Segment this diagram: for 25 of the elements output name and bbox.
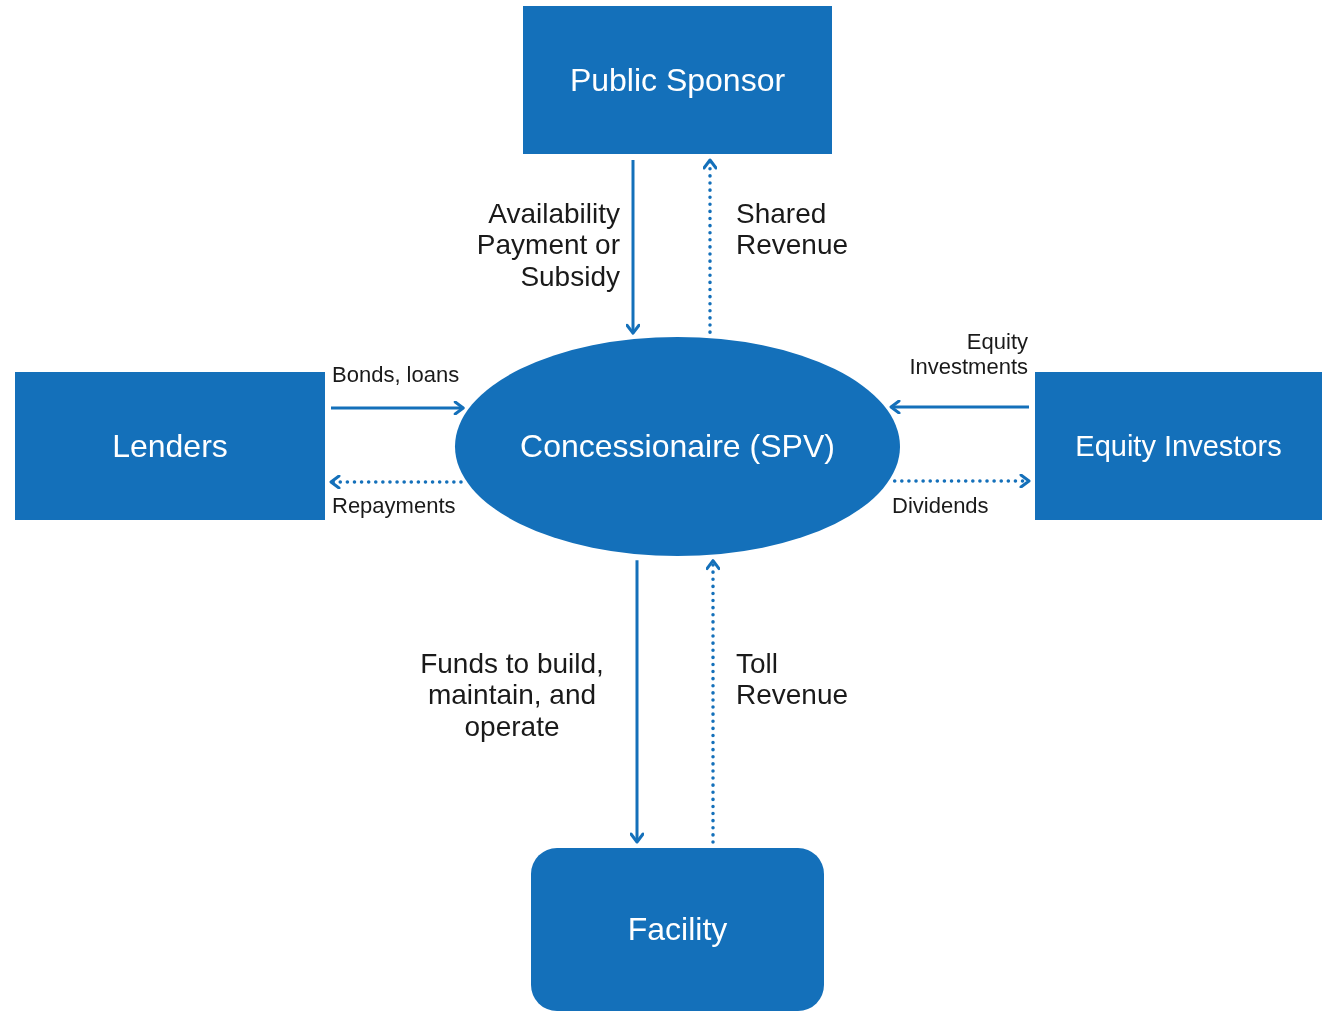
edge-label: Availability Payment or Subsidy: [475, 198, 620, 293]
edge-label: Funds to build, maintain, and operate: [419, 648, 605, 743]
process-box: [531, 848, 824, 1011]
edge-label: Repayments: [332, 494, 457, 519]
arrow: [625, 160, 641, 335]
node-label: Lenders: [112, 427, 228, 465]
process-box: [1035, 372, 1322, 520]
edge-label: Dividends: [892, 494, 990, 519]
arrow: [629, 560, 645, 844]
edge-label: Equity Investments: [908, 330, 1028, 380]
process-box: [523, 6, 832, 154]
edge-label: Toll Revenue: [736, 648, 850, 711]
edge-label: Shared Revenue: [736, 198, 850, 261]
arrow: [705, 558, 721, 844]
process-box: [15, 372, 325, 520]
arrow: [892, 473, 1031, 489]
arrow: [329, 474, 463, 490]
node-label: Public Sponsor: [569, 61, 786, 99]
arrow: [889, 399, 1029, 415]
edge-label: Bonds, loans: [332, 363, 461, 388]
node-label: Concessionaire (SPV): [520, 428, 835, 465]
node-label: Equity Investors: [1075, 429, 1282, 463]
node-label: Facility: [627, 911, 728, 948]
arrow: [702, 158, 718, 334]
arrow: [331, 400, 465, 416]
